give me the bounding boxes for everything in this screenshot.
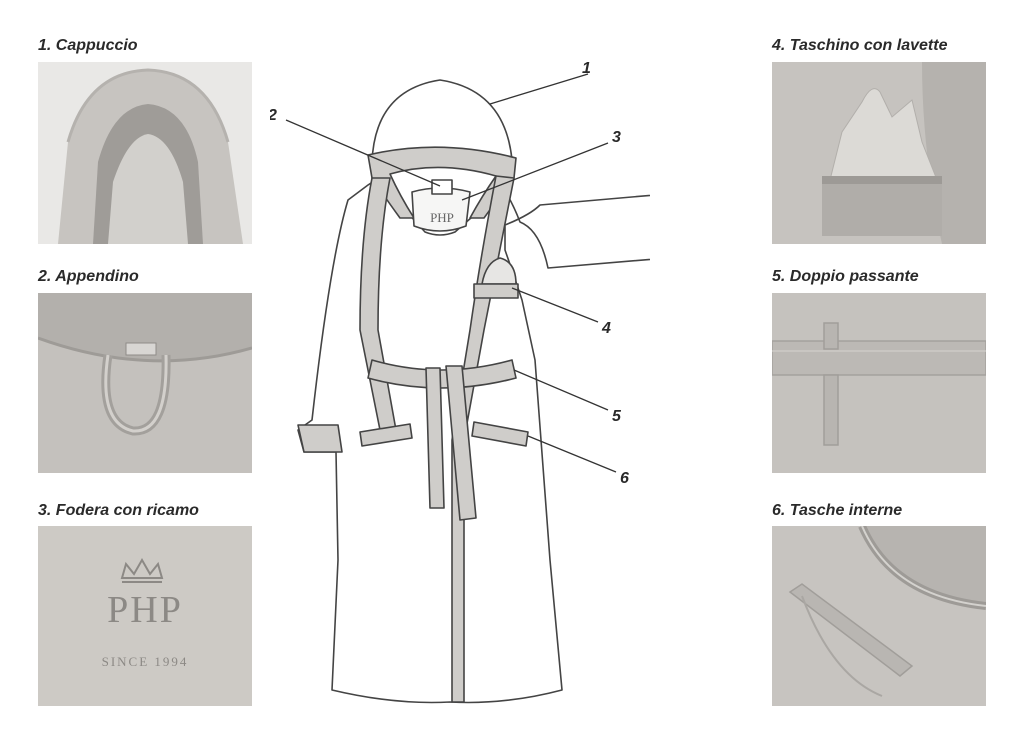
lining-monogram-text: PHP: [430, 210, 454, 225]
leader-line-2: [285, 119, 441, 187]
robe-diagram: PHP 1 2 3 4 5 6: [270, 60, 650, 704]
photo-pocket-handkerchief: [772, 62, 986, 244]
callout-4: 4: [601, 320, 611, 337]
leader-line-6: [527, 435, 617, 473]
callout-2: 2: [270, 107, 277, 124]
robe-hanger-tab: [431, 179, 453, 195]
embroidery-since: SINCE 1994: [101, 654, 189, 669]
photo-embroidery: PHP SINCE 1994: [38, 526, 252, 706]
callout-numbers: 1 2 3 4 5 6: [270, 60, 629, 487]
robe-side-pocket-right: [471, 421, 529, 447]
robe-chest-pocket-handkerchief: [481, 257, 517, 285]
robe-chest-pocket: [473, 283, 519, 299]
robe-cuff-left: [297, 424, 343, 453]
panel-title-fodera: 3. Fodera con ricamo: [38, 502, 199, 519]
panel-title-cappuccio: 1. Cappuccio: [38, 37, 138, 54]
lining-monogram: PHP: [430, 210, 454, 225]
callout-5: 5: [612, 408, 622, 425]
photo-hanger-loop: [38, 293, 252, 473]
leader-line-4: [511, 287, 599, 323]
photo-hood: [38, 62, 252, 244]
leader-line-1: [489, 73, 589, 105]
robe-belt-tail-right: [445, 365, 477, 521]
photo-belt-loop: [772, 293, 986, 473]
embroidery-monogram: PHP: [107, 589, 183, 631]
callout-3: 3: [612, 129, 621, 146]
panel-title-passante: 5. Doppio passante: [772, 268, 919, 285]
robe-belt: [367, 359, 517, 389]
panel-title-appendino: 2. Appendino: [38, 268, 139, 285]
leader-line-5: [513, 369, 609, 411]
robe-side-pocket-left: [359, 423, 413, 447]
leader-line-3: [461, 142, 609, 201]
photo-inner-pocket: [772, 526, 986, 706]
panel-title-tasche: 6. Tasche interne: [772, 502, 903, 519]
robe-lining: [411, 187, 471, 232]
robe-belt-tail-left: [425, 367, 445, 509]
callout-6: 6: [620, 470, 629, 487]
robe-illustration: [297, 79, 650, 704]
callout-1: 1: [582, 60, 591, 77]
leader-lines: [285, 73, 617, 473]
panel-title-taschino: 4. Taschino con lavette: [772, 37, 948, 54]
